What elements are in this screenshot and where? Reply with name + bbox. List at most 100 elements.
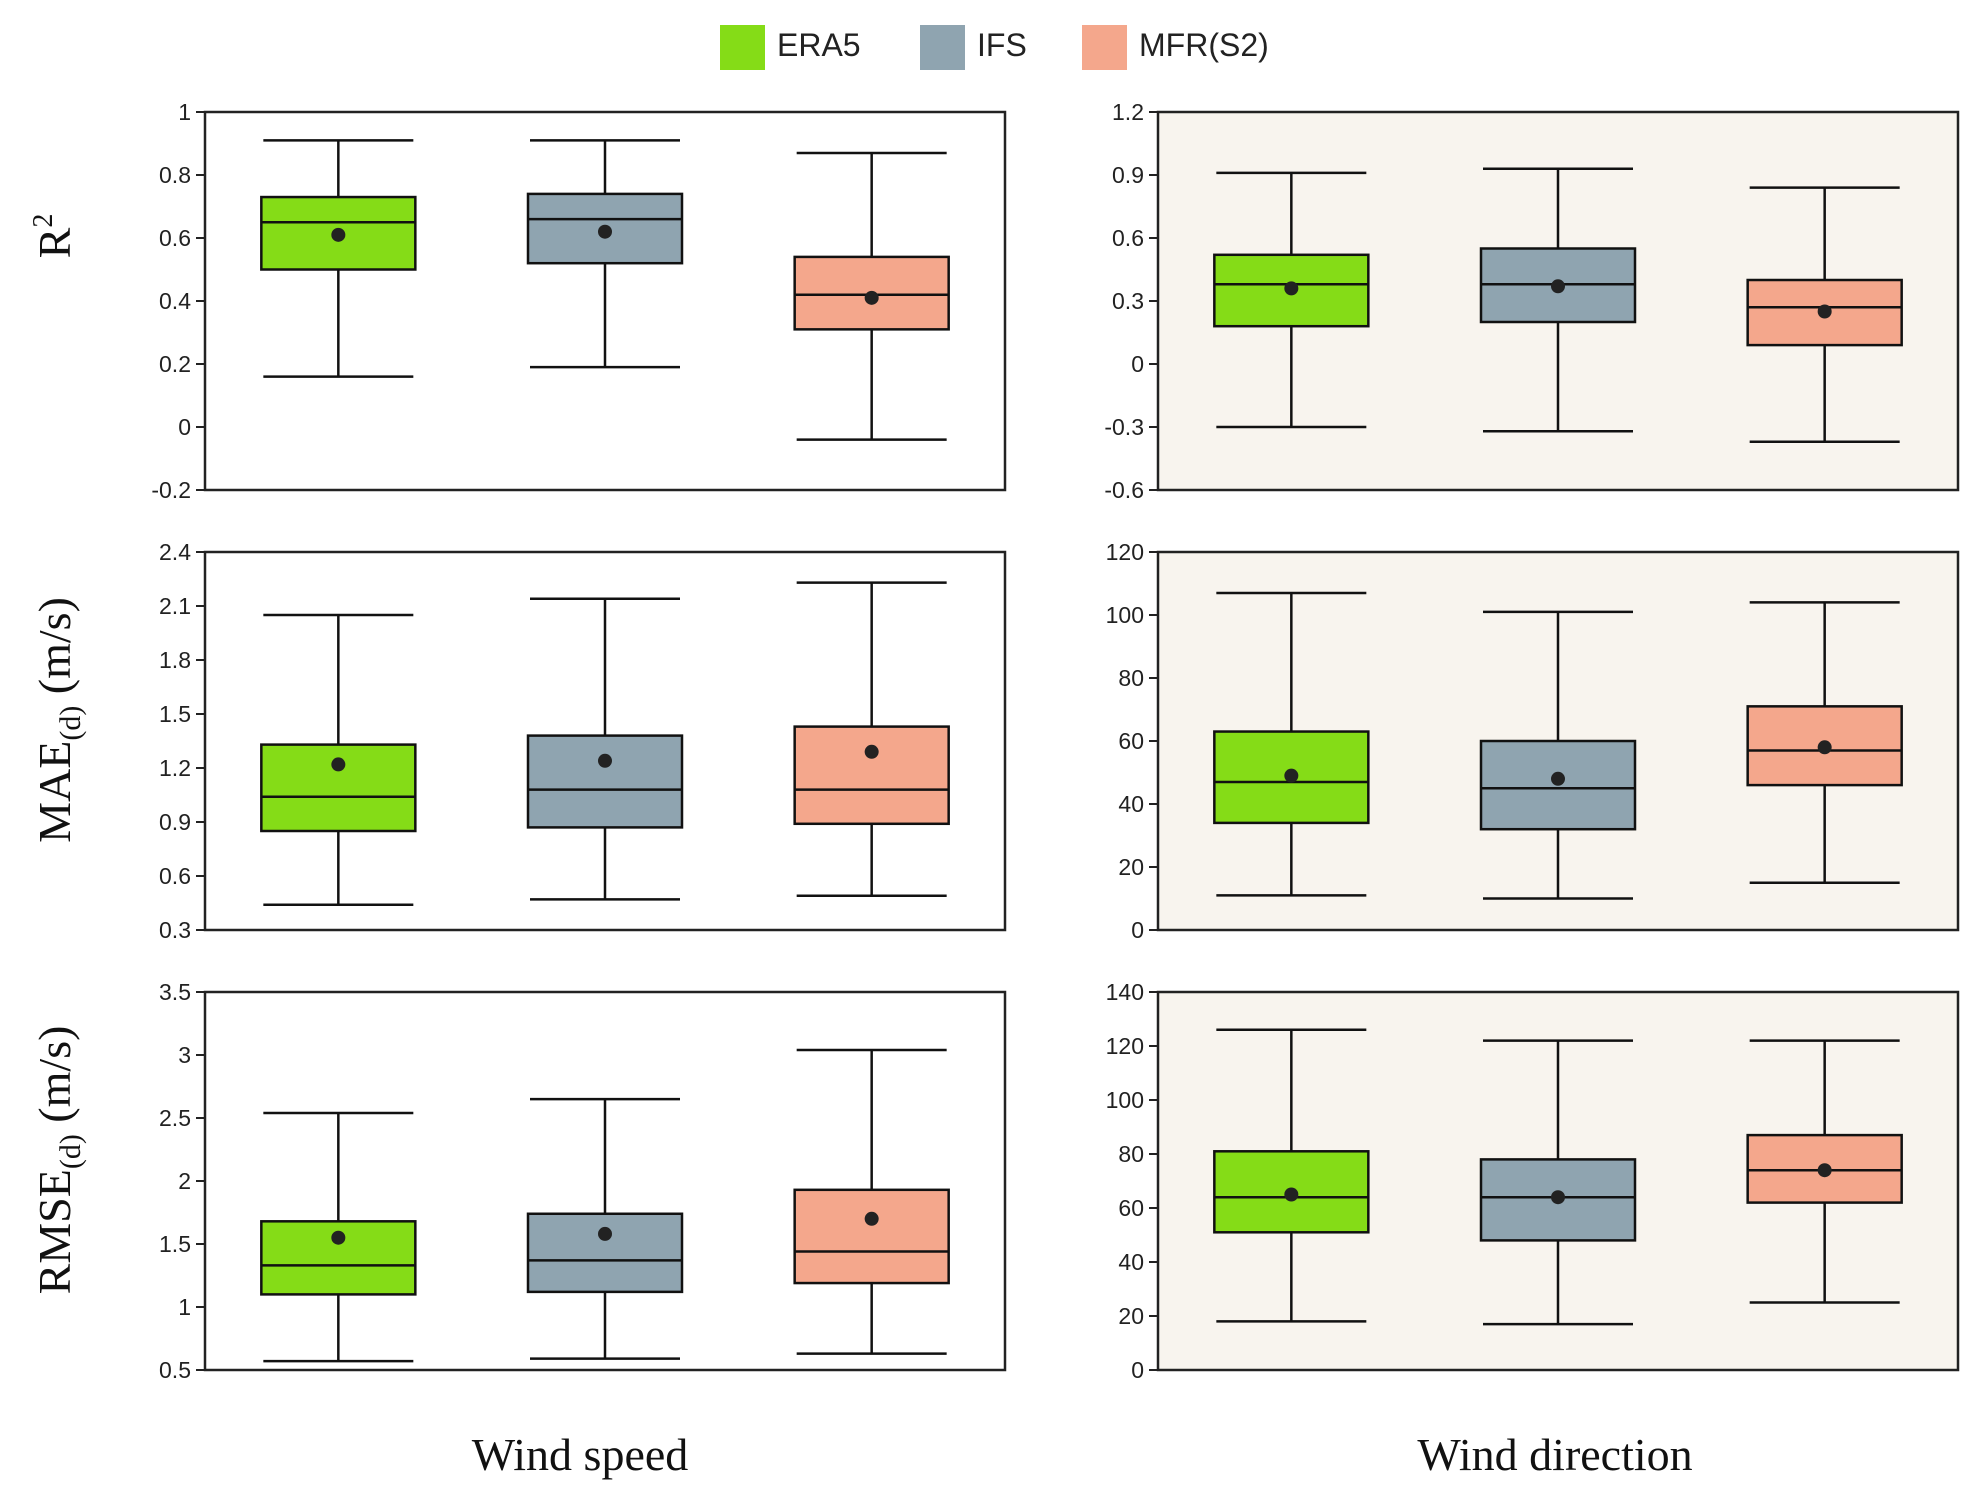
panel-3-2-ifs-mean-marker: [1551, 1190, 1565, 1205]
panel-2-1-ytick-label: 0.6: [159, 863, 191, 889]
panel-2-1-ytick-label: 2.1: [159, 593, 191, 619]
panel-1-2-ytick-label: 0: [1131, 351, 1144, 377]
panel-2-1-era5-mean-marker: [331, 757, 346, 772]
panel-2-2-ytick-label: 120: [1106, 539, 1144, 565]
row-label-mae-tail: (m/s): [29, 597, 80, 706]
panel-2-1: 0.3 0.6 0.9 1.2 1.5 1.8 2.1 2.4: [159, 539, 1007, 943]
panel-2-2-ytick-label: 40: [1118, 791, 1144, 817]
panel-2-1-ytick-label: 2.4: [159, 539, 191, 565]
panel-1-2: -0.6 -0.3 0 0.3 0.6 0.9 1.2: [1104, 99, 1960, 503]
panel-1-2-ytick-label: -0.6: [1104, 477, 1144, 503]
row-label-mae-sub: (d): [54, 706, 87, 741]
panel-2-2-mfr-s2-mean-marker: [1817, 740, 1832, 755]
panel-1-1-era5-mean-marker: [331, 227, 346, 242]
panel-1-1-frame: [203, 110, 1007, 492]
panel-1-2-ytick-label: -0.3: [1104, 414, 1144, 440]
panel-2-2-ytick-label: 20: [1118, 854, 1144, 880]
panel-3-1-ytick-label: 2: [178, 1168, 191, 1194]
panel-2-2-ytick-label: 100: [1106, 602, 1144, 628]
panel-2-1-ytick-label: 0.9: [159, 809, 191, 835]
panel-1-2-mfr-s2-mean-marker: [1817, 304, 1832, 319]
panel-2-2-frame: [1156, 550, 1960, 932]
panel-3-1-mfr-s2-box: [793, 1188, 950, 1285]
row-label-mae-base: MAE: [29, 741, 80, 843]
panel-3-2-era5-mean-marker: [1284, 1187, 1299, 1202]
panel-3-1-mfr-s2-mean-marker: [864, 1211, 879, 1226]
panel-3-1-ytick-label: 3: [178, 1042, 191, 1068]
row-label-mae: MAE(d) (m/s): [29, 597, 87, 843]
panel-3-2-mfr-s2-mean-marker: [1817, 1163, 1832, 1178]
panel-2-1-frame: [203, 550, 1007, 932]
panel-1-1-ytick-label: -0.2: [151, 477, 191, 503]
panel-2-2-ytick-label: 80: [1118, 665, 1144, 691]
panel-1-2-frame: [1156, 110, 1960, 492]
panel-3-1-ifs-mean-marker: [598, 1226, 612, 1241]
row-labels: R2 MAE(d) (m/s) RMSE(d) (m/s): [28, 214, 87, 1295]
legend-label-era5: ERA5: [777, 27, 861, 63]
panel-3-2-ytick-label: 100: [1106, 1087, 1144, 1113]
panel-2-2-ytick-label: 60: [1118, 728, 1144, 754]
panel-3-2-ytick-label: 20: [1118, 1303, 1144, 1329]
panel-2-2-ifs-box: [1479, 739, 1637, 831]
panel-3-2-ytick-label: 80: [1118, 1141, 1144, 1167]
row-label-r2-sup: 2: [28, 214, 59, 228]
panel-3-2-frame: [1156, 990, 1960, 1372]
panel-3-1-ytick-label: 1: [178, 1294, 191, 1320]
panel-2-1-ifs-mean-marker: [598, 753, 612, 768]
panel-2-2-ifs-mean-marker: [1551, 771, 1565, 786]
panel-1-2-era5-mean-marker: [1284, 281, 1299, 296]
panel-1-1-mfr-s2-box: [793, 255, 950, 331]
panel-3-1-ytick-label: 3.5: [159, 979, 191, 1005]
legend-swatch-era5: [720, 25, 765, 70]
panel-2-1-mfr-s2-mean-marker: [864, 744, 879, 759]
legend-label-ifs: IFS: [977, 27, 1027, 63]
panel-1-1-ifs-mean-marker: [598, 224, 612, 239]
legend-label-mfr: MFR(S2): [1139, 27, 1269, 63]
panel-2-2: 0 20 40 60 80 100 120: [1106, 539, 1960, 943]
panel-3-1-ytick-label: 1.5: [159, 1231, 191, 1257]
panel-grid: -0.200.20.40.60.81-0.6-0.300.30.60.91.20…: [151, 99, 1960, 1383]
panel-3-2-ytick-label: 120: [1106, 1033, 1144, 1059]
row-label-rmse-sub: (d): [54, 1134, 87, 1169]
row-label-rmse-tail: (m/s): [29, 1026, 80, 1135]
panel-2-1-ytick-label: 0.3: [159, 917, 191, 943]
panel-1-1-ytick-label: 0.4: [159, 288, 191, 314]
panel-1-2-ifs-mean-marker: [1551, 279, 1565, 294]
panel-1-2-ytick-label: 0.9: [1112, 162, 1144, 188]
panel-3-1-era5-mean-marker: [331, 1230, 346, 1245]
panel-1-1-ytick-label: 0.2: [159, 351, 191, 377]
legend: ERA5 IFS MFR(S2): [720, 25, 1269, 70]
panel-3-1-ytick-label: 0.5: [159, 1357, 191, 1383]
panel-3-2-ytick-label: 40: [1118, 1249, 1144, 1275]
panel-3-1-ytick-label: 2.5: [159, 1105, 191, 1131]
row-label-rmse-base: RMSE: [29, 1169, 80, 1294]
panel-3-1-frame: [203, 990, 1007, 1372]
panel-1-1-ytick-label: 0.6: [159, 225, 191, 251]
row-label-r2: R2: [28, 214, 80, 259]
panel-3-1-ifs-box: [526, 1212, 684, 1294]
panel-1-1: -0.200.20.40.60.81: [151, 99, 1007, 503]
panel-3-2-ytick-label: 140: [1106, 979, 1144, 1005]
panel-1-2-ytick-label: 0.3: [1112, 288, 1144, 314]
panel-1-2-ytick-label: 1.2: [1112, 99, 1144, 125]
panel-1-1-ytick-label: 0.8: [159, 162, 191, 188]
panel-2-1-ifs-box: [526, 734, 684, 829]
legend-swatch-mfr: [1082, 25, 1127, 70]
column-title-wind-speed: Wind speed: [472, 1429, 689, 1480]
panel-2-1-ytick-label: 1.2: [159, 755, 191, 781]
panel-1-1-mfr-s2-mean-marker: [864, 290, 879, 305]
row-label-rmse: RMSE(d) (m/s): [29, 1026, 87, 1295]
legend-swatch-ifs: [920, 25, 965, 70]
panel-1-2-ytick-label: 0.6: [1112, 225, 1144, 251]
column-title-wind-direction: Wind direction: [1417, 1429, 1692, 1480]
panel-2-1-mfr-s2-box: [793, 725, 950, 826]
row-label-r2-base: R: [29, 227, 80, 258]
panel-3-2-ytick-label: 60: [1118, 1195, 1144, 1221]
panel-2-2-ytick-label: 0: [1131, 917, 1144, 943]
panel-2-1-ytick-label: 1.8: [159, 647, 191, 673]
panel-1-1-ytick-label: 1: [178, 99, 191, 125]
panel-2-1-ytick-label: 1.5: [159, 701, 191, 727]
panel-2-2-era5-mean-marker: [1284, 768, 1299, 783]
panel-3-2-ytick-label: 0: [1131, 1357, 1144, 1383]
